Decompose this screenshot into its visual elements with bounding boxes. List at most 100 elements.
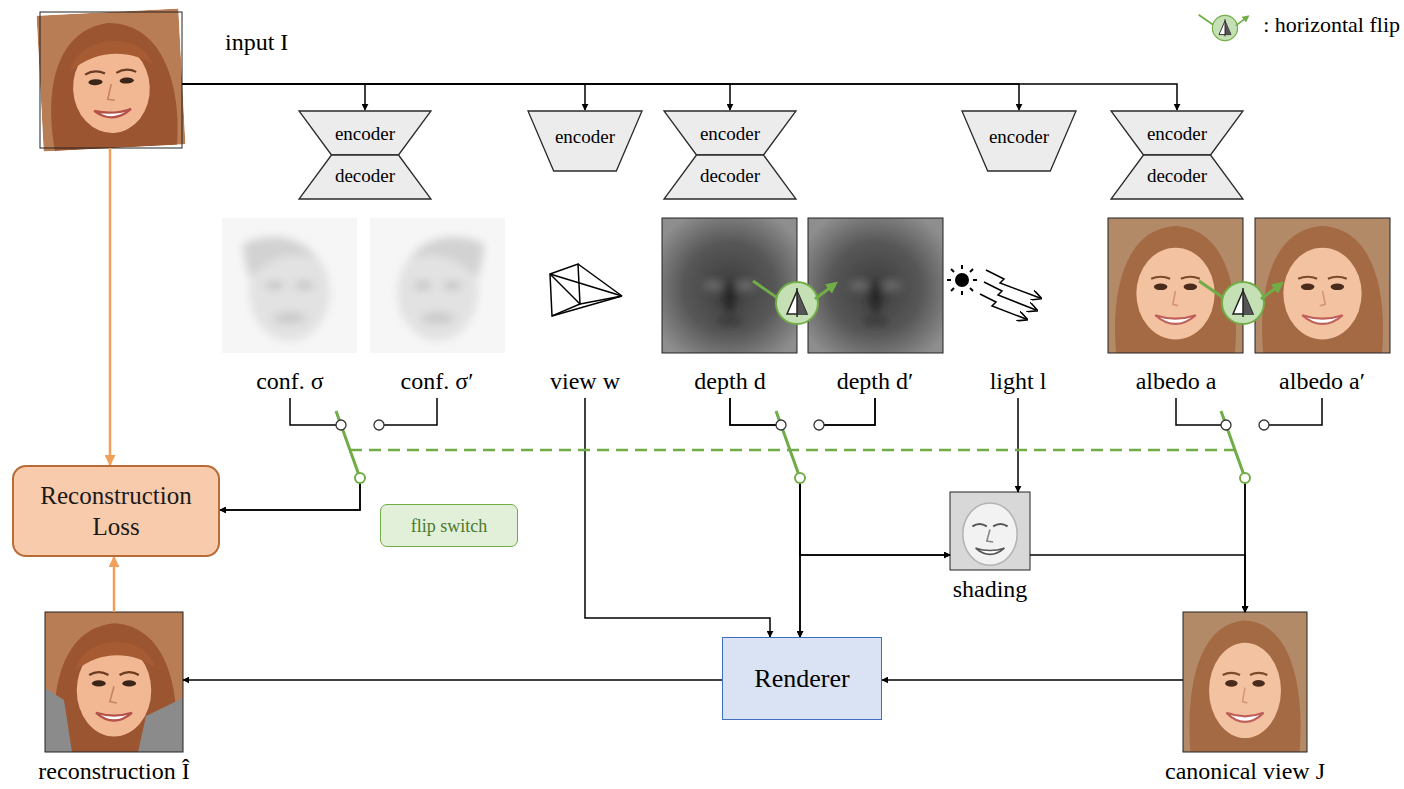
network-label: decoder [1147,165,1207,187]
text-slot: conf. σ [223,367,358,395]
albedo-map [1108,218,1243,353]
ray [973,279,977,281]
frustum-edge [578,264,622,296]
ray [951,269,954,272]
connector [182,84,1177,110]
connector [882,679,1183,681]
connector [1245,398,1322,612]
connector [730,398,950,555]
light-ray [986,270,1040,298]
trapezoid [299,111,431,155]
reconstruction-image: reconstruction Î [45,612,183,752]
caption-holder: albedo a [1109,367,1244,395]
light-icon: light l [958,218,1078,395]
ray [947,279,951,281]
confidence-map [370,218,505,353]
light-rays [980,270,1040,319]
frustum-edge [552,296,622,316]
connector [1017,398,1019,492]
camera-icon [550,264,622,316]
caption-holder: light l [958,367,1078,395]
view-icon: view w [525,218,645,395]
text-slot: encoder [1110,123,1244,145]
network-label: encoder [1147,123,1207,145]
switch-pivot [355,473,365,483]
canonical-image: canonical view J [1183,612,1307,752]
image-caption: input I [225,28,288,56]
connector [1176,398,1245,612]
switch-blade [336,411,360,478]
flip-switch-tag: flip switch [380,504,518,547]
face-photo [45,612,183,752]
switch-contact [1259,420,1269,430]
text-slot: view w [525,367,645,395]
image-caption: shading [953,576,1028,602]
text-slot: encoder [961,126,1077,148]
text-slot: Reconstruction Loss [22,480,210,542]
image-caption: canonical view J [1165,758,1325,784]
albedo-map: albedo a [1109,218,1244,395]
image-frame [808,218,943,353]
icon-caption: view w [550,367,620,395]
image-frame [1108,218,1243,353]
albedo-map: albedo a′ [1255,218,1390,395]
flip-symbol [753,281,835,324]
icon-caption: light l [990,367,1047,395]
trapezoid [299,155,431,199]
network-label: decoder [700,165,760,187]
switch [1221,411,1269,483]
text-slot: flip switch [411,515,488,537]
caption-holder: view w [525,367,645,395]
flip-symbol [1199,281,1281,324]
text-slot: shading [953,576,1028,602]
ray [961,265,963,269]
switch-pivot [1240,473,1250,483]
encoder-decoder: encoderdecoder [298,110,432,200]
box-label: Renderer [754,664,849,694]
mirrored-map [370,218,505,353]
trapezoid [528,111,642,171]
trapezoid [1111,111,1243,155]
frustum-base [550,264,580,316]
switch [336,411,384,483]
shading-image: shading [950,492,1030,570]
caption-holder: albedo a′ [1255,367,1390,395]
box-label: flip switch [411,515,488,537]
connector [800,398,950,555]
connector [800,398,875,637]
light-ray [980,294,1026,319]
legend-entry: : horizontal flip [1263,12,1400,38]
image-frame [1255,218,1390,353]
switch-blade [776,411,800,478]
connector [585,398,770,637]
text-slot: albedo a′ [1255,367,1390,395]
connector [220,398,437,510]
trapezoid [962,111,1076,171]
switch-contact [776,420,786,430]
image-frame [950,492,1030,570]
encoder-decoder: encoder decoder [663,110,797,200]
encoder: encoder [961,110,1077,172]
text-slot: decoder [298,165,432,187]
light-icon [947,265,1040,319]
text-slot: encoder [527,126,643,148]
text-slot: albedo a [1109,367,1244,395]
network-label: encoder [700,123,760,145]
mirrored-map [1255,218,1390,353]
mirrored-map [808,218,943,353]
face-photo [37,8,186,151]
text-slot: Renderer [754,664,849,694]
text-slot: reconstruction Î [38,758,189,784]
legend-text: : horizontal flip [1263,12,1400,38]
connector [220,398,360,510]
input-photo [37,8,186,151]
caption-holder: depth d′ [808,367,943,395]
confidence-map: conf. σ′ [370,218,505,395]
image-caption: albedo a′ [1279,367,1365,395]
network-label: decoder [335,165,395,187]
connector-group [110,84,1322,680]
sun-disc [955,273,969,287]
depth-map [808,218,943,353]
text-slot: conf. σ′ [370,367,505,395]
